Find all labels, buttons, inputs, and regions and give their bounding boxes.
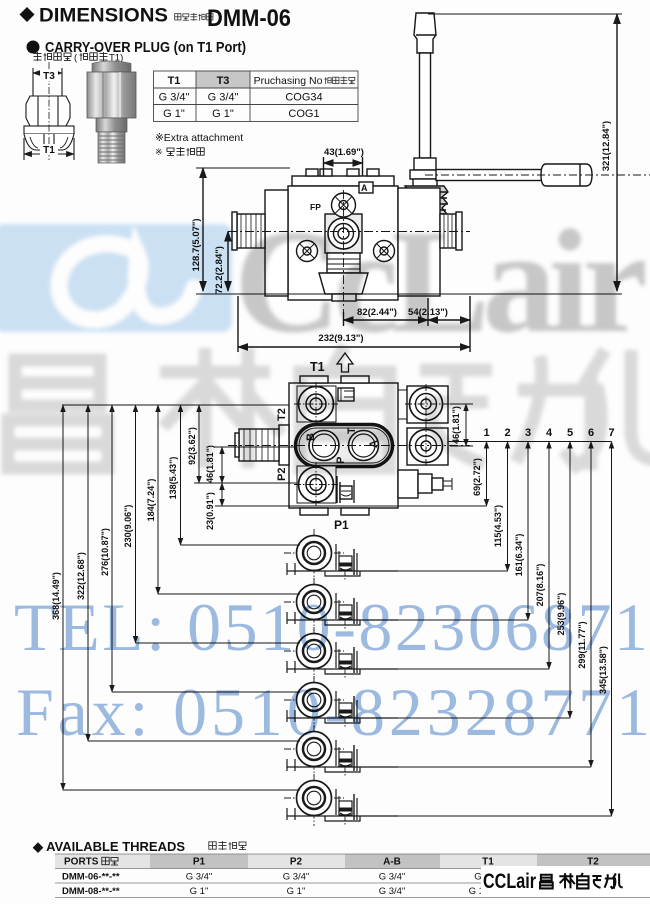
svg-text:230(9.06"): 230(9.06"): [123, 505, 133, 548]
svg-text:G 3/4": G 3/4": [208, 92, 239, 104]
svg-text:23(0.91"): 23(0.91"): [205, 492, 215, 530]
svg-text:T1: T1: [482, 857, 494, 868]
svg-text:※Extra attachment: ※Extra attachment: [155, 132, 243, 144]
svg-text:322(12.68"): 322(12.68"): [76, 552, 86, 600]
svg-text:T2: T2: [587, 857, 599, 868]
svg-text:P2: P2: [290, 857, 303, 868]
svg-text:A: A: [368, 440, 380, 448]
svg-text:T2: T2: [276, 408, 288, 421]
svg-text:69(2.72"): 69(2.72"): [472, 458, 482, 496]
svg-text:G 1": G 1": [212, 108, 234, 120]
svg-text:43(1.69"): 43(1.69"): [324, 147, 364, 158]
svg-text:CCLair: CCLair: [483, 870, 536, 893]
svg-text:4: 4: [546, 427, 553, 439]
svg-text:A-B: A-B: [383, 857, 401, 868]
svg-text:7: 7: [608, 427, 614, 439]
svg-text:115(4.53"): 115(4.53"): [493, 505, 503, 547]
svg-text:G 3/4": G 3/4": [379, 872, 406, 883]
svg-text:※: ※: [155, 147, 163, 157]
svg-text:1: 1: [483, 427, 489, 439]
svg-text:PORTS: PORTS: [64, 857, 99, 868]
svg-text:DMM-08-**-**: DMM-08-**-**: [62, 886, 120, 897]
svg-text:P: P: [335, 457, 347, 464]
svg-text:207(8.16"): 207(8.16"): [535, 564, 545, 607]
svg-text:G 1": G 1": [469, 886, 488, 897]
svg-text:G 3/4": G 3/4": [283, 872, 310, 883]
svg-text:T3: T3: [217, 75, 230, 87]
svg-text:(: (: [74, 53, 78, 64]
svg-text:T3: T3: [43, 71, 55, 82]
svg-text:P1: P1: [334, 518, 349, 532]
svg-text:COG34: COG34: [285, 92, 322, 104]
svg-text:46(1.81"): 46(1.81"): [451, 406, 461, 444]
svg-text:CARRY-OVER PLUG (on T1 Port): CARRY-OVER PLUG (on T1 Port): [45, 39, 246, 56]
svg-text:345(13.58"): 345(13.58"): [598, 646, 608, 694]
svg-text:G 3/4": G 3/4": [186, 872, 213, 883]
svg-text:321(12.84"): 321(12.84"): [601, 121, 612, 171]
svg-text:299(11.77"): 299(11.77"): [577, 621, 587, 668]
svg-text:G: G: [474, 872, 481, 883]
svg-text:DIMENSIONS: DIMENSIONS: [39, 6, 168, 27]
svg-text:82(2.44"): 82(2.44"): [357, 307, 397, 318]
svg-text:T1): T1): [109, 53, 123, 64]
svg-text:2: 2: [504, 427, 510, 439]
svg-text:T1: T1: [168, 75, 181, 87]
svg-text:COG1: COG1: [288, 108, 319, 120]
svg-text:G 1": G 1": [163, 108, 185, 120]
svg-text:G 1": G 1": [287, 886, 306, 897]
svg-text:G 3/4": G 3/4": [159, 92, 190, 104]
svg-text:253(9.96"): 253(9.96"): [556, 593, 566, 636]
svg-text:138(5.43"): 138(5.43"): [168, 457, 178, 500]
svg-text:DMM-06: DMM-06: [207, 5, 291, 32]
svg-text:DMM-06-**-**: DMM-06-**-**: [62, 872, 120, 883]
svg-text:184(7.24"): 184(7.24"): [146, 479, 156, 522]
svg-text:P2: P2: [276, 468, 288, 481]
svg-text:A: A: [361, 183, 368, 193]
svg-text:FP: FP: [310, 202, 321, 212]
svg-text:◆ AVAILABLE THREADS: ◆ AVAILABLE THREADS: [32, 839, 185, 854]
svg-text:368(14.49"): 368(14.49"): [51, 572, 61, 620]
svg-text:232(9.13"): 232(9.13"): [318, 333, 363, 344]
svg-text:Fax: 0510-82328771: Fax: 0510-82328771: [16, 674, 650, 750]
svg-text:T1: T1: [43, 145, 55, 156]
svg-text:276(10.87"): 276(10.87"): [100, 528, 110, 576]
svg-text:92(3.62"): 92(3.62"): [187, 427, 197, 465]
svg-text:161(6.34"): 161(6.34"): [514, 534, 524, 577]
svg-text:CcLair: CcLair: [234, 200, 648, 364]
svg-text:P1: P1: [193, 857, 206, 868]
svg-text:5: 5: [567, 427, 573, 439]
svg-text:Pruchasing No: Pruchasing No: [254, 75, 323, 87]
svg-text:54(2.13"): 54(2.13"): [408, 307, 448, 318]
svg-text:G 3/4": G 3/4": [379, 886, 406, 897]
svg-text:G 1": G 1": [190, 886, 209, 897]
